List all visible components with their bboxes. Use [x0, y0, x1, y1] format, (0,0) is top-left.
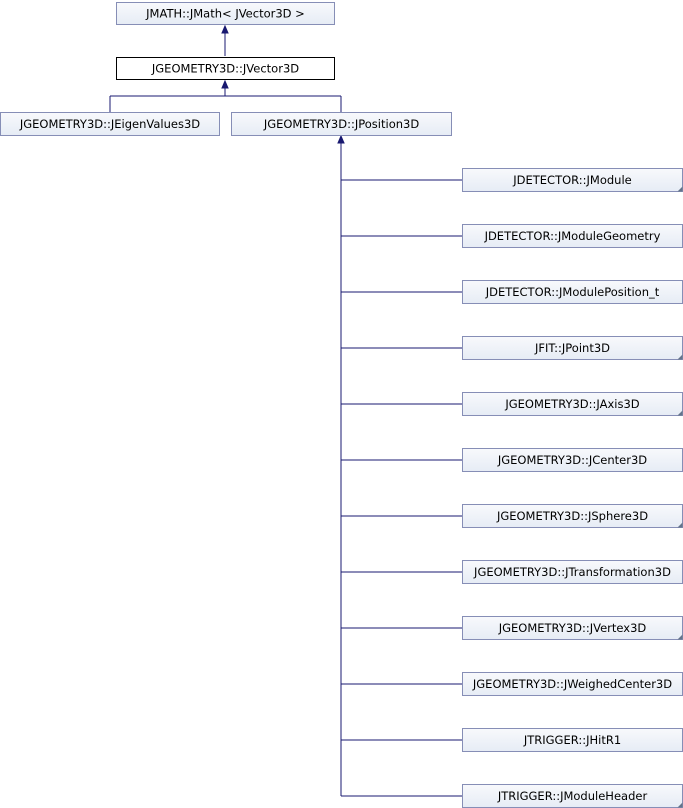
edge-arrowhead: [221, 24, 229, 34]
node-jgeometry3d-jtransformation3d[interactable]: JGEOMETRY3D::JTransformation3D: [462, 560, 683, 584]
node-jtrigger-jhitr1[interactable]: JTRIGGER::JHitR1: [462, 728, 683, 752]
node-jmath-jvector3d[interactable]: JMATH::JMath< JVector3D >: [116, 2, 335, 25]
node-jgeometry3d-jcenter3d[interactable]: JGEOMETRY3D::JCenter3D: [462, 448, 683, 472]
edges: [109, 24, 345, 796]
edge-arrowhead: [337, 134, 345, 144]
node-label: JGEOMETRY3D::JCenter3D: [497, 453, 647, 467]
node-jeigenvalues3d[interactable]: JGEOMETRY3D::JEigenValues3D: [0, 112, 220, 136]
node-label: JFIT::JPoint3D: [534, 341, 610, 355]
node-label: JGEOMETRY3D::JEigenValues3D: [19, 117, 200, 131]
node-label: JMATH::JMath< JVector3D >: [145, 7, 305, 21]
more-indicator-icon: [677, 522, 683, 528]
more-indicator-icon: [677, 354, 683, 360]
edge-arrowhead: [221, 79, 229, 89]
node-label: JTRIGGER::JHitR1: [523, 733, 621, 747]
node-jgeometry3d-jvertex3d[interactable]: JGEOMETRY3D::JVertex3D: [462, 616, 683, 640]
node-jvector3d-current: JGEOMETRY3D::JVector3D: [116, 57, 335, 80]
node-label: JDETECTOR::JModule: [512, 173, 632, 187]
node-label: JGEOMETRY3D::JWeighedCenter3D: [472, 677, 672, 691]
node-label: JGEOMETRY3D::JTransformation3D: [473, 565, 671, 579]
node-label: JTRIGGER::JModuleHeader: [497, 789, 648, 803]
node-jposition3d[interactable]: JGEOMETRY3D::JPosition3D: [231, 112, 452, 136]
node-jdetector-jmodule[interactable]: JDETECTOR::JModule: [462, 168, 683, 192]
node-label: JDETECTOR::JModuleGeometry: [484, 229, 661, 243]
child-nodes: JDETECTOR::JModuleJDETECTOR::JModuleGeom…: [341, 168, 683, 808]
node-jdetector-jmodulegeometry[interactable]: JDETECTOR::JModuleGeometry: [462, 224, 683, 248]
node-label: JGEOMETRY3D::JPosition3D: [263, 117, 420, 131]
more-indicator-icon: [677, 186, 683, 192]
node-label: JDETECTOR::JModulePosition_t: [485, 285, 660, 299]
more-indicator-icon: [677, 410, 683, 416]
node-jfit-jpoint3d[interactable]: JFIT::JPoint3D: [462, 336, 683, 360]
more-indicator-icon: [677, 634, 683, 640]
node-jdetector-jmoduleposition-t[interactable]: JDETECTOR::JModulePosition_t: [462, 280, 683, 304]
node-jtrigger-jmoduleheader[interactable]: JTRIGGER::JModuleHeader: [462, 784, 683, 808]
node-label: JGEOMETRY3D::JAxis3D: [504, 397, 639, 411]
node-label: JGEOMETRY3D::JVector3D: [151, 62, 299, 76]
more-indicator-icon: [677, 802, 683, 808]
node-label: JGEOMETRY3D::JVertex3D: [498, 621, 647, 635]
node-jgeometry3d-jweighedcenter3d[interactable]: JGEOMETRY3D::JWeighedCenter3D: [462, 672, 683, 696]
node-jgeometry3d-jsphere3d[interactable]: JGEOMETRY3D::JSphere3D: [462, 504, 683, 528]
node-label: JGEOMETRY3D::JSphere3D: [496, 509, 648, 523]
node-jgeometry3d-jaxis3d[interactable]: JGEOMETRY3D::JAxis3D: [462, 392, 683, 416]
